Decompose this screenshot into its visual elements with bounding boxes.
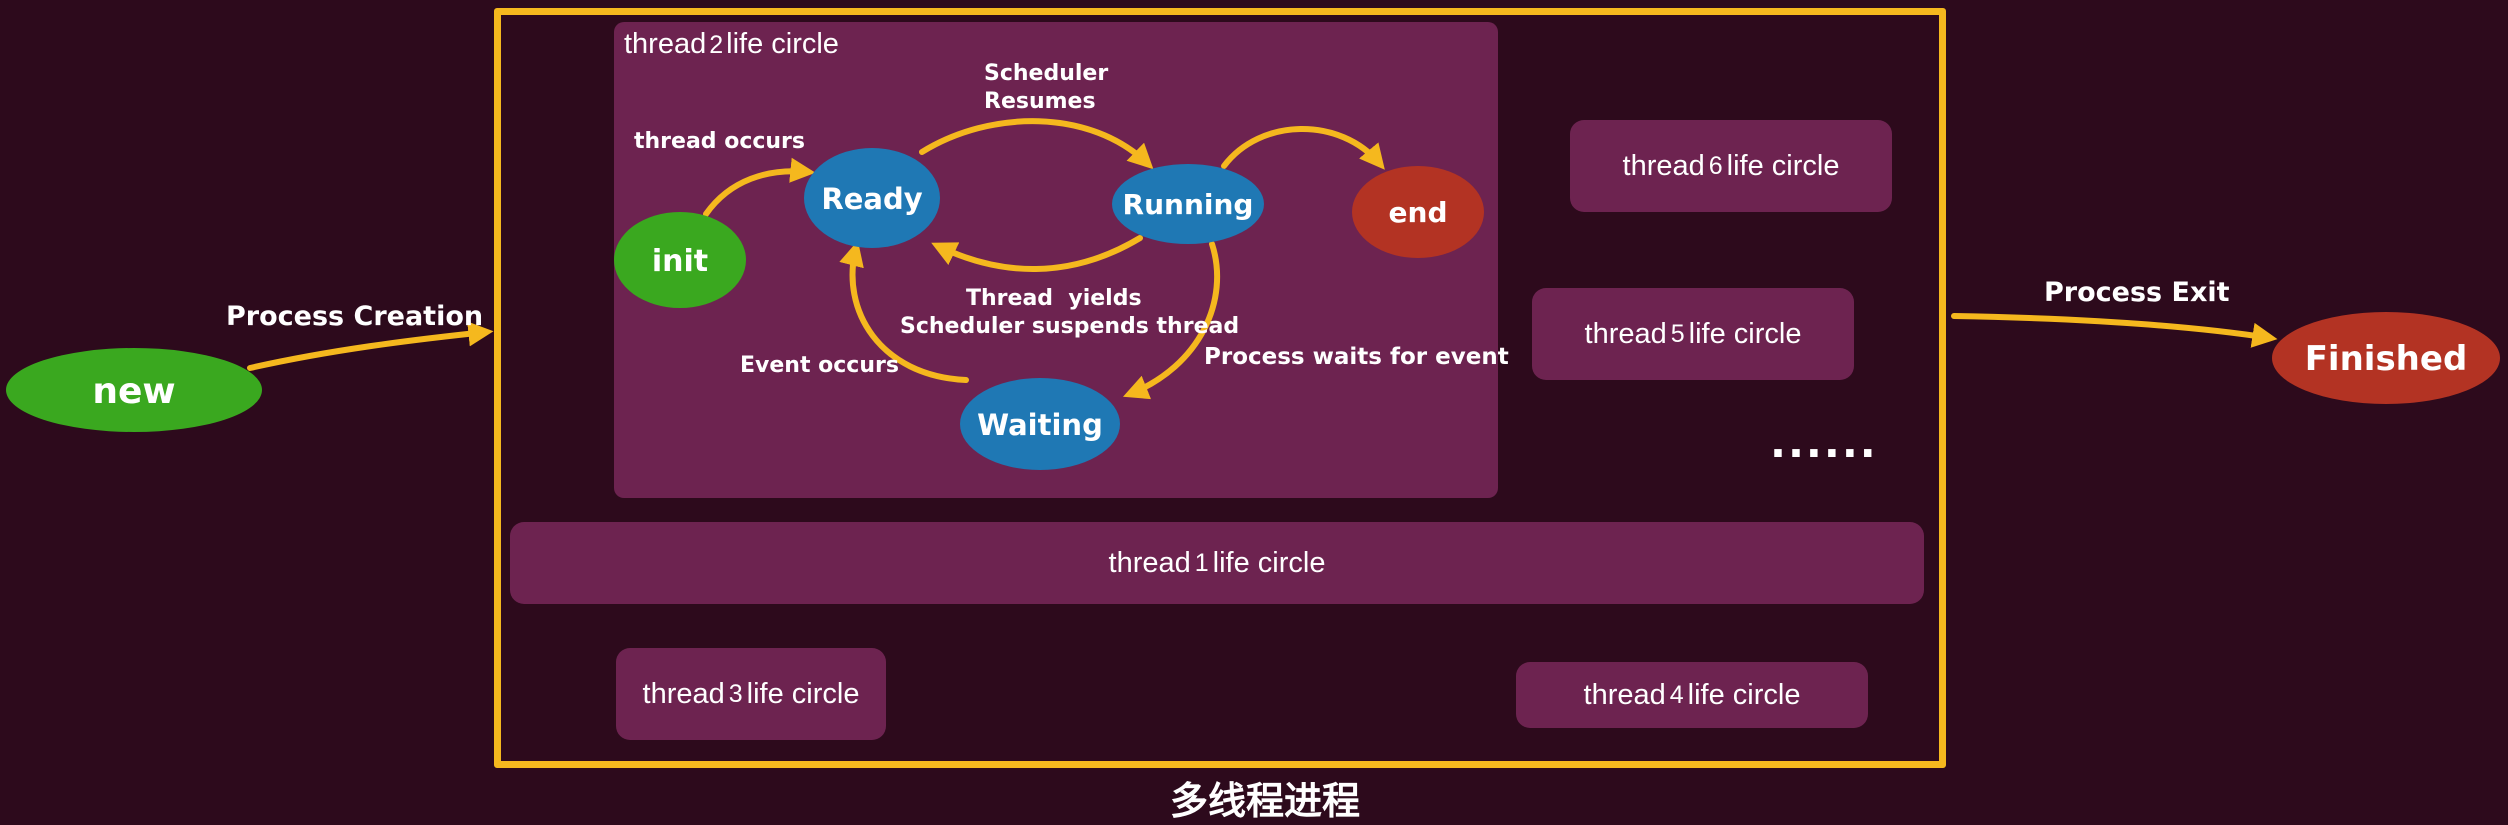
process-boundary <box>494 8 1946 768</box>
state-waiting-label: Waiting <box>977 408 1103 442</box>
state-finished-label: Finished <box>2305 339 2468 379</box>
thread-4-number: 4 <box>1669 680 1684 709</box>
thread-3-prefix: thread <box>642 677 725 710</box>
thread-4-suffix: life circle <box>1687 678 1801 711</box>
thread-5-prefix: thread <box>1584 317 1667 350</box>
process-creation-label: Process Creation <box>226 301 483 332</box>
scheduler-resumes-label-line2: Resumes <box>984 89 1096 114</box>
thread-occurs-label: thread occurs <box>634 129 805 154</box>
state-finished: Finished <box>2272 312 2500 404</box>
state-end-label: end <box>1389 196 1448 229</box>
thread-yields-label: Thread yields <box>966 286 1142 311</box>
process-label: 多线程进程 <box>1170 779 1361 823</box>
process-creation-arrow <box>247 321 494 371</box>
thread-end-arrow <box>1221 126 1385 170</box>
scheduler-resumes-arrow <box>919 118 1154 170</box>
state-new: new <box>6 348 262 432</box>
thread-5-number: 5 <box>1670 319 1685 348</box>
thread-1-number: 1 <box>1194 548 1209 577</box>
state-end: end <box>1352 166 1484 258</box>
thread-3-suffix: life circle <box>746 677 860 710</box>
thread-3-number: 3 <box>728 679 743 708</box>
event-occurs-arrow <box>839 240 969 383</box>
thread-yields-arrow <box>931 235 1143 272</box>
thread-1-suffix: life circle <box>1212 546 1326 579</box>
thread-5-suffix: life circle <box>1688 317 1802 350</box>
thread-2-title-suffix: life circle <box>726 28 839 60</box>
thread-2-title-prefix: thread <box>624 28 707 60</box>
state-ready: Ready <box>804 148 940 248</box>
event-occurs-label: Event occurs <box>740 353 899 378</box>
state-ready-label: Ready <box>821 182 922 216</box>
scheduler-resumes-label-line1: Scheduler <box>984 61 1108 86</box>
thread-2-title-number: 2 <box>709 31 724 59</box>
thread-6-suffix: life circle <box>1726 149 1840 182</box>
state-waiting: Waiting <box>960 378 1120 470</box>
more-threads-ellipsis: ...... <box>1770 418 1878 467</box>
process-exit-arrow <box>1951 313 2278 348</box>
scheduler-suspends-label: Scheduler suspends thread <box>900 314 1239 339</box>
state-init: init <box>614 212 746 308</box>
process-exit-label: Process Exit <box>2044 277 2230 308</box>
process-waits-label: Process waits for event <box>1204 344 1509 370</box>
thread-6-prefix: thread <box>1622 149 1705 182</box>
state-running-label: Running <box>1123 188 1254 221</box>
state-new-label: new <box>92 371 175 412</box>
state-init-label: init <box>652 244 708 279</box>
state-running: Running <box>1112 164 1264 244</box>
thread-4-prefix: thread <box>1583 678 1666 711</box>
thread-occurs-arrow <box>703 157 816 217</box>
thread-1-prefix: thread <box>1108 546 1191 579</box>
thread-6-number: 6 <box>1708 151 1723 180</box>
process-waits-arrow <box>1122 241 1221 400</box>
